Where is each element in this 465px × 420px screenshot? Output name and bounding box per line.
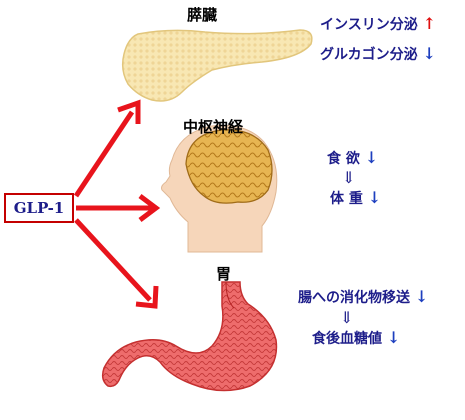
- arrow-to-pancreas: [73, 99, 141, 198]
- down-arrow-icon: ↓: [367, 188, 382, 207]
- insulin-secretion-effect: インスリン分泌 ↑: [320, 14, 436, 34]
- gastric-emptying-text: 腸への消化物移送: [298, 290, 410, 306]
- implies-arrow-icon: ⇓: [340, 308, 354, 327]
- appetite-effect: 食 欲 ↓: [327, 148, 378, 168]
- down-arrow-icon: ↓: [364, 148, 379, 167]
- pancreas-label: 膵臓: [187, 6, 218, 24]
- appetite-text: 食 欲: [327, 151, 360, 167]
- body-weight-effect: 体 重 ↓: [330, 188, 381, 208]
- pancreas-illustration: [121, 29, 313, 102]
- head-illustration: [161, 124, 278, 253]
- down-arrow-icon: ↓: [386, 328, 401, 347]
- stomach-label: 胃: [216, 265, 232, 283]
- down-arrow-icon: ↓: [414, 287, 429, 306]
- body-weight-text: 体 重: [330, 191, 363, 207]
- up-arrow-icon: ↑: [422, 14, 437, 33]
- down-arrow-icon: ↓: [422, 44, 436, 63]
- implies-arrow-icon: ⇓: [342, 168, 356, 187]
- insulin-secretion-text: インスリン分泌: [320, 17, 418, 33]
- postprandial-glucose-effect: 食後血糖値 ↓: [312, 328, 400, 348]
- stomach-illustration: [101, 281, 278, 392]
- glucagon-secretion-text: グルカゴン分泌: [320, 47, 418, 63]
- arrow-to-cns: [76, 194, 161, 222]
- gastric-emptying-effect: 腸への消化物移送 ↓: [298, 287, 428, 307]
- cns-label: 中枢神経: [183, 118, 244, 136]
- glucagon-secretion-effect: グルカゴン分泌 ↓: [320, 44, 436, 64]
- glp1-label: GLP-1: [13, 199, 65, 217]
- postprandial-glucose-text: 食後血糖値: [312, 331, 382, 347]
- glp1-box: GLP-1: [4, 193, 74, 223]
- arrow-to-stomach: [74, 218, 159, 309]
